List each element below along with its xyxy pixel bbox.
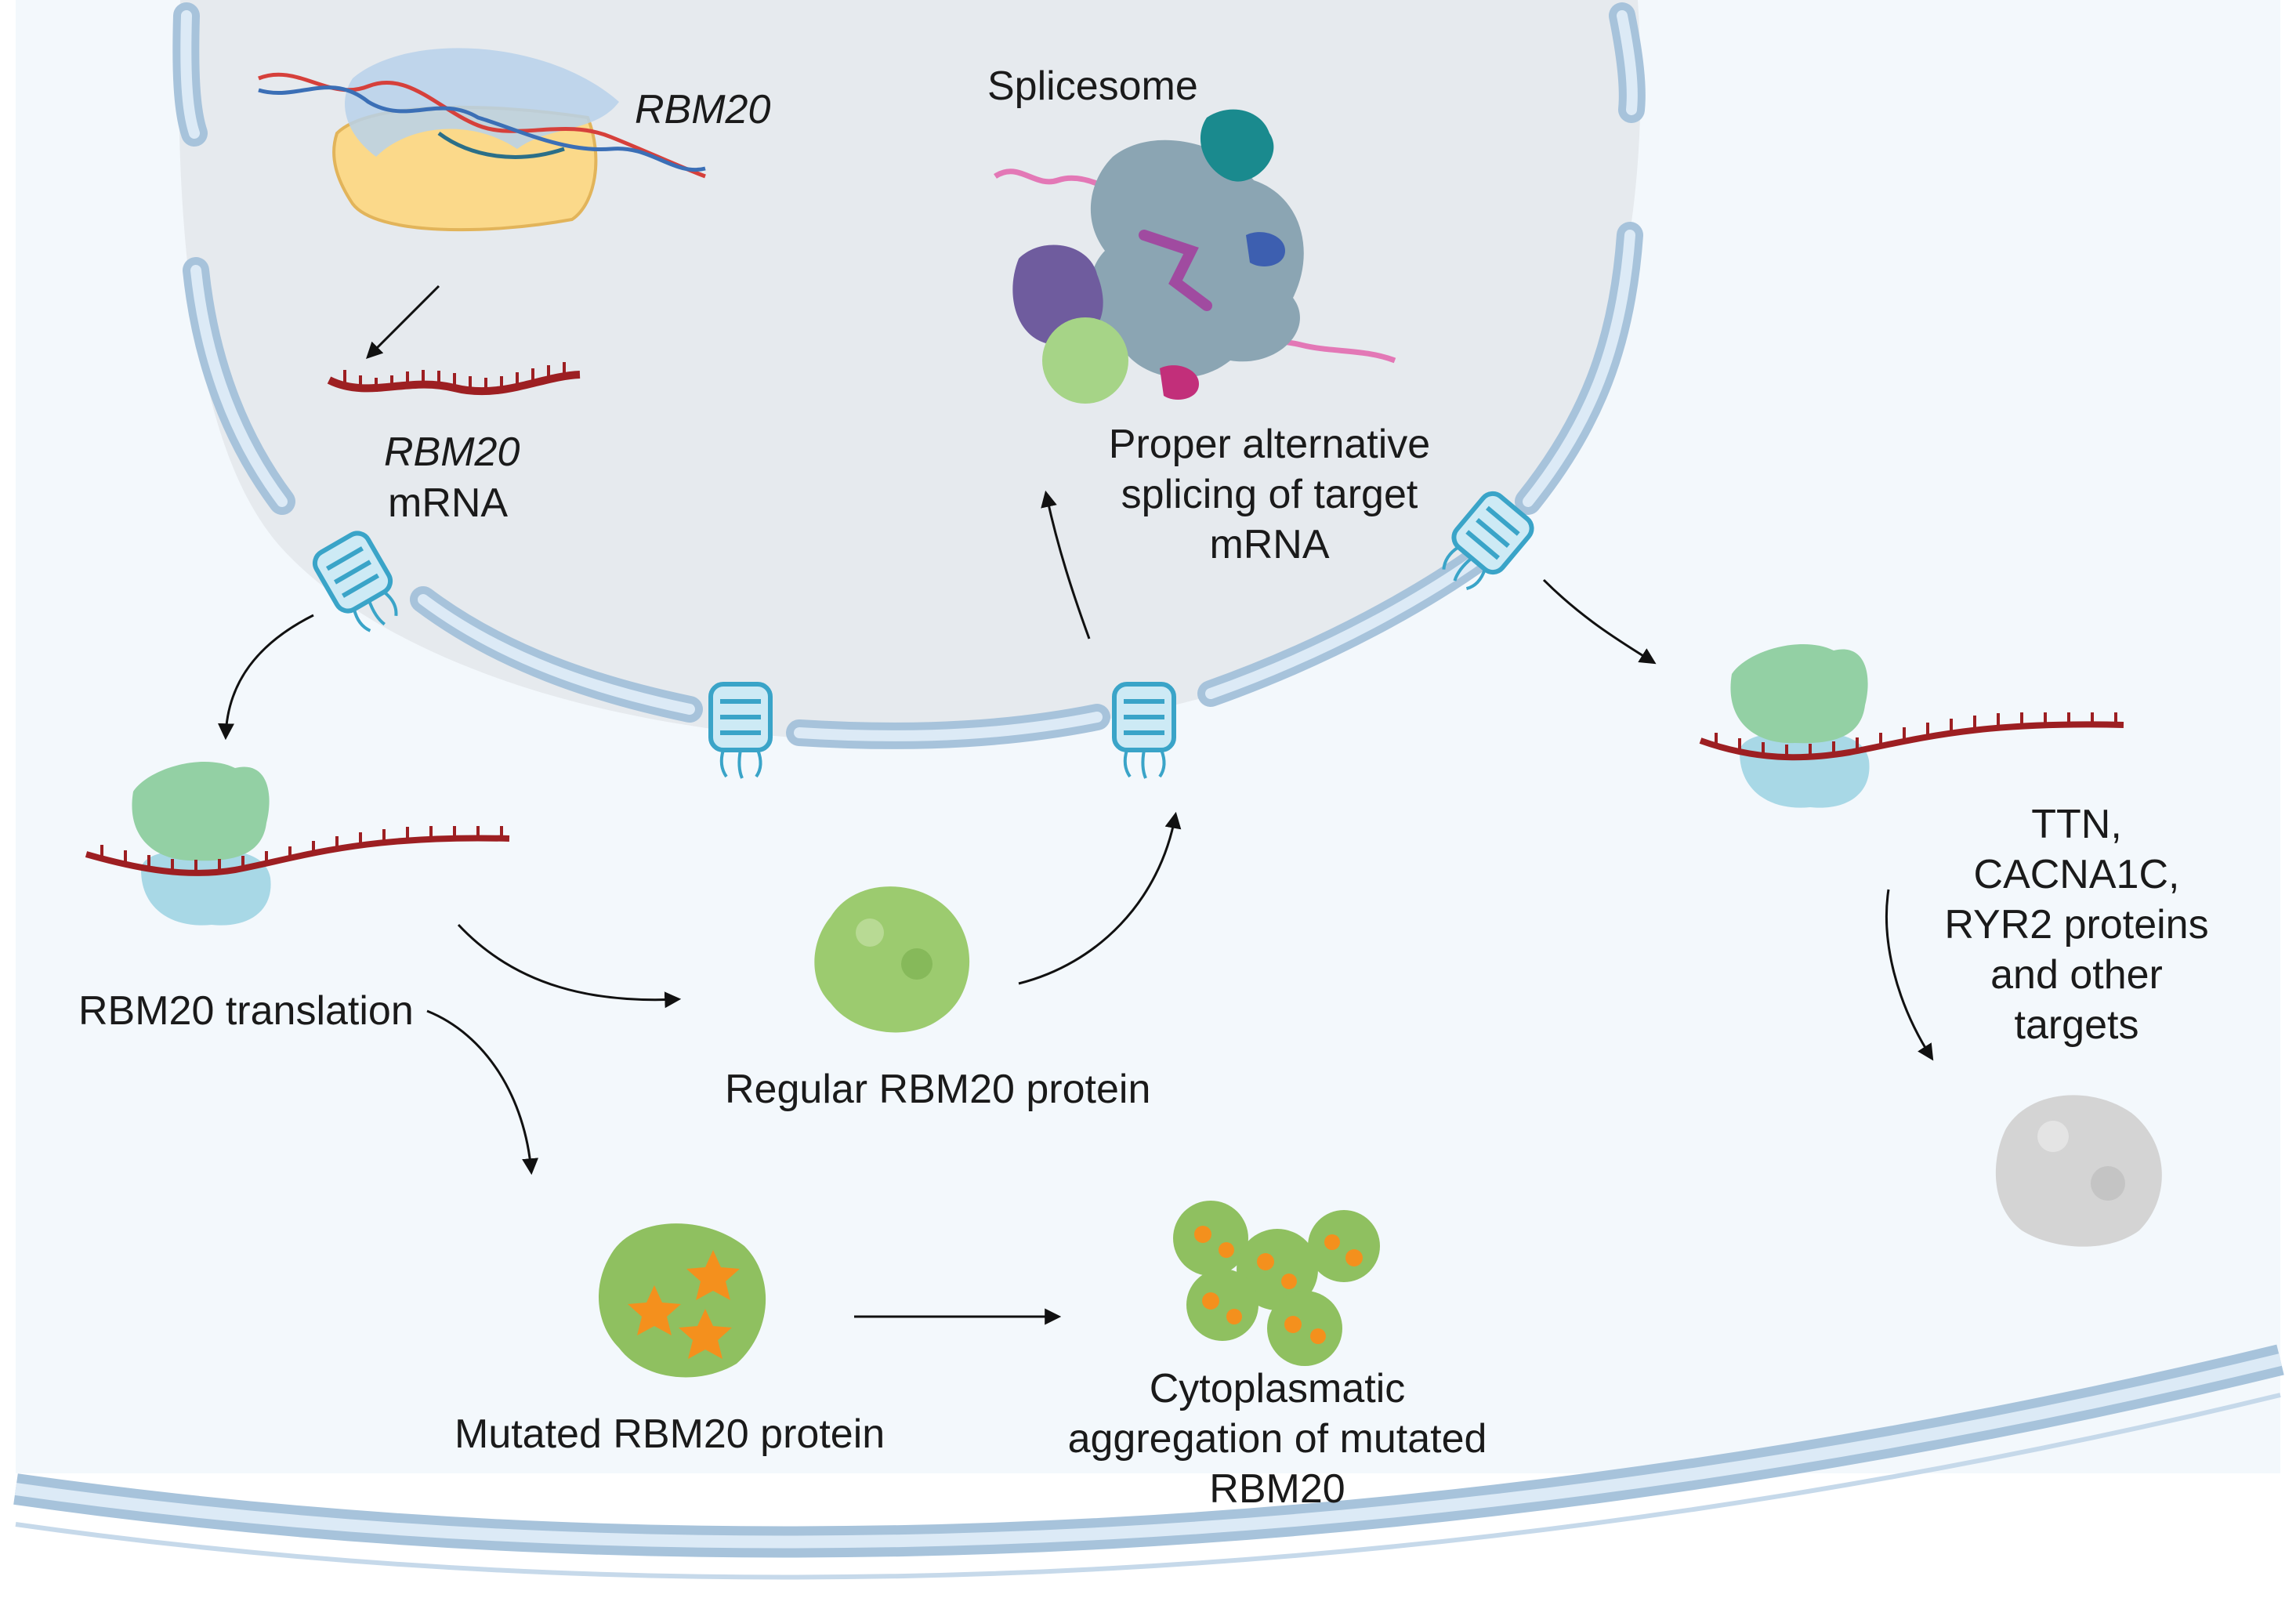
mutation-star-icon: [679, 1309, 732, 1359]
nuclear-pore-icon: [1112, 682, 1176, 779]
arrow-to-mutated: [426, 1009, 539, 1176]
mrna-strand-icon: [327, 362, 581, 396]
protein-aggregate-icon: [1173, 1201, 1380, 1366]
nuclear-pore-icon: [708, 682, 773, 779]
splicesome-label: Splicesome: [987, 63, 1198, 109]
ribosome-icon: [1730, 643, 1870, 808]
mutation-star-icon: [628, 1285, 681, 1335]
mutated-rbm20-protein-label: Mutated RBM20 protein: [454, 1411, 885, 1457]
dna-helix-icon: [258, 72, 706, 179]
proper-splicing-line-2: splicing of target: [1121, 472, 1418, 517]
arrow-export-left: [217, 614, 314, 741]
mutation-star-icon: [686, 1250, 740, 1300]
targets-line-2: CACNA1C,: [1973, 852, 2180, 897]
rbm20-mrna-word-label: mRNA: [388, 480, 509, 526]
aggregation-line-1: Cytoplasmatic: [1149, 1366, 1406, 1411]
proper-splicing-line-1: Proper alternative: [1108, 422, 1431, 467]
rbm20-mrna-gene-label: RBM20: [384, 429, 520, 475]
nuclear-pore-icon: [312, 531, 398, 632]
targets-line-3: RYR2 proteins: [1944, 902, 2209, 947]
mrna-strand-icon: [1699, 712, 2124, 761]
rna-polymerase-icon: [332, 48, 619, 232]
proper-splicing-label: Proper alternative splicing of target mR…: [1081, 419, 1458, 570]
target-protein-icon: [1995, 1095, 2162, 1247]
targets-label: TTN, CACNA1C, RYR2 proteins and other ta…: [1928, 799, 2225, 1050]
aggregation-line-3: RBM20: [1209, 1466, 1345, 1512]
arrow-to-regular: [457, 923, 682, 1009]
arrow-transcription: [366, 284, 440, 359]
targets-line-5: targets: [2014, 1002, 2139, 1048]
spliceosome-icon: [994, 109, 1396, 404]
targets-line-4: and other: [1990, 952, 2163, 998]
ribosome-icon: [132, 761, 271, 926]
regular-rbm20-protein-icon: [814, 886, 970, 1033]
arrow-export-right: [1542, 578, 1657, 665]
mrna-strand-icon: [85, 826, 510, 876]
arrow-regular-to-pore: [1018, 811, 1182, 985]
arrow-import-splicing: [1041, 490, 1091, 640]
rbm20-gene-label: RBM20: [635, 87, 771, 132]
arrow-to-targets: [1885, 889, 1934, 1061]
mutated-rbm20-protein-icon: [598, 1223, 766, 1378]
nuclear-pore-icon: [1442, 491, 1534, 591]
aggregation-label: Cytoplasmatic aggregation of mutated RBM…: [1011, 1364, 1544, 1514]
proper-splicing-line-3: mRNA: [1209, 522, 1330, 567]
cell-membrane: [13, 1344, 2284, 1580]
targets-line-1: TTN,: [2031, 802, 2122, 847]
regular-rbm20-protein-label: Regular RBM20 protein: [725, 1067, 1151, 1112]
rbm20-translation-label: RBM20 translation: [78, 988, 414, 1034]
flow-arrows: [217, 284, 1934, 1325]
aggregation-line-2: aggregation of mutated: [1067, 1416, 1487, 1462]
